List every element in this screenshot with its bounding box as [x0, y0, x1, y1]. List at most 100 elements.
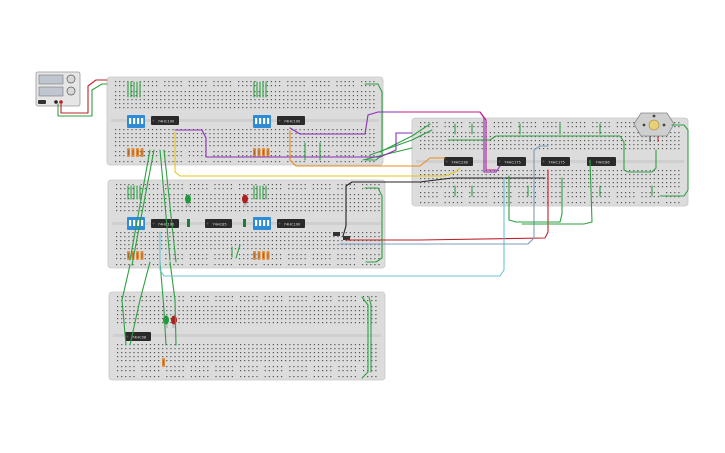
dip-switch-toggle [259, 220, 262, 226]
wire [521, 159, 593, 225]
ic-chip [277, 116, 305, 125]
ic-notch-icon [126, 335, 129, 338]
motor-screw-icon [652, 114, 656, 118]
chip-label: 74HC86 [595, 160, 610, 164]
wire [339, 145, 549, 245]
dip-switch-toggle [267, 220, 270, 226]
capacitor [243, 219, 246, 227]
ic-chip-body [541, 157, 570, 166]
dip-switch-toggle [129, 220, 132, 226]
wire [379, 123, 431, 153]
breadboard [106, 76, 384, 166]
ic-chip-body [587, 157, 616, 166]
breadboard-holes [420, 122, 680, 204]
dip-switch-toggle [255, 118, 258, 124]
dc-motor [633, 112, 675, 142]
wire [129, 261, 151, 346]
motor-screw-icon [662, 123, 666, 127]
chip-label: 74HC190 [284, 222, 301, 226]
wire [60, 79, 108, 114]
dip-switch [253, 115, 271, 128]
wire [399, 111, 497, 171]
dip-switch-body [127, 115, 145, 128]
terminal-positive-icon [59, 100, 63, 104]
dip-switch [253, 217, 271, 230]
ic-chip [151, 116, 179, 125]
wire [174, 129, 413, 158]
wire [364, 83, 383, 161]
transistor [333, 232, 340, 236]
current-knob-icon [66, 86, 76, 96]
chip-label: 74HC08 [132, 335, 147, 339]
wire [508, 175, 563, 223]
wire [368, 296, 372, 373]
motor-shaft-icon [648, 119, 660, 131]
dip-switch-toggle [263, 220, 266, 226]
ic-chip [277, 219, 305, 228]
wire [129, 149, 177, 266]
ic-chip-body [277, 116, 305, 125]
breadboard [107, 179, 386, 269]
resistor-bank [127, 148, 144, 157]
terminal-negative-icon [54, 100, 58, 104]
dip-switch-toggle [141, 220, 144, 226]
dip-switch-toggle [137, 220, 140, 226]
wire [369, 129, 433, 156]
resistor-bank [253, 251, 270, 260]
wire [174, 131, 461, 177]
wires-layer [57, 79, 689, 379]
power-supply [35, 71, 81, 107]
wire [127, 185, 141, 200]
components-layer [35, 71, 675, 367]
chip-label: 74HC238 [451, 160, 468, 164]
dip-switch-toggle [137, 118, 140, 124]
chip-label: 74HC85 [212, 222, 226, 226]
wire [361, 296, 369, 379]
power-supply-display [38, 86, 64, 97]
breadboards-layer [106, 76, 689, 381]
wire [289, 130, 446, 167]
ic-notch-icon [152, 222, 155, 225]
dip-switch-body [253, 115, 271, 128]
wire [447, 135, 657, 173]
ic-notch-icon [445, 160, 448, 163]
wire [345, 169, 549, 241]
wire [253, 81, 267, 98]
chip-label: 74HC175 [548, 160, 565, 164]
wire [159, 177, 505, 277]
breadboard-channel [113, 334, 381, 337]
ic-chip [444, 157, 473, 166]
ic-chip [497, 157, 526, 166]
wire [342, 177, 546, 237]
power-switch-icon [38, 100, 46, 104]
wire [231, 244, 241, 259]
breadboard-channel [112, 222, 381, 225]
dip-switch-toggle [263, 118, 266, 124]
wire [159, 261, 167, 346]
dip-switch-toggle [133, 118, 136, 124]
wire [127, 81, 141, 98]
ic-notch-icon [278, 222, 281, 225]
voltage-knob-icon [66, 74, 76, 84]
ic-chip-body [277, 219, 305, 228]
ic-notch-icon [498, 160, 501, 163]
resistor-bank [162, 358, 165, 367]
dip-switch-toggle [141, 118, 144, 124]
chip-label: 74HC190 [284, 119, 301, 123]
wire [454, 185, 653, 197]
ic-notch-icon [206, 222, 209, 225]
wire [364, 187, 383, 263]
wire [304, 142, 321, 161]
led [242, 194, 248, 207]
resistor-bank [253, 148, 270, 157]
transistor [343, 236, 350, 240]
wire [253, 185, 267, 200]
power-supply-display [38, 74, 64, 85]
dip-switch-toggle [267, 118, 270, 124]
chip-label: 74HC190 [158, 222, 175, 226]
ic-notch-icon [278, 119, 281, 122]
breadboard-holes [115, 81, 375, 163]
ic-notch-icon [152, 119, 155, 122]
